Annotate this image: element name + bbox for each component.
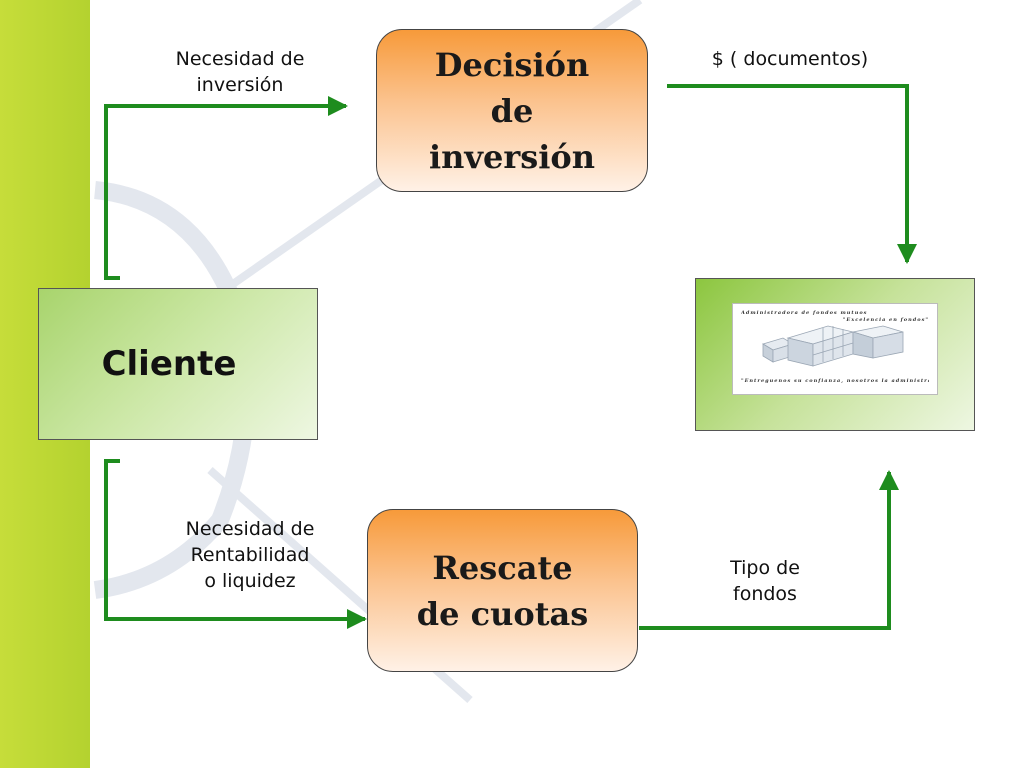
edge-label-tipo-fondos: Tipo de fondos (730, 557, 800, 605)
document-header-text: Administradora de fondos mutuos (741, 310, 868, 316)
node-rescate-cuotas: Rescate de cuotas (367, 509, 638, 672)
node-decision-inversion: Decisión de inversión (376, 29, 648, 192)
edge-label-documentos: $ ( documentos) (711, 48, 869, 70)
arrow-up-icon (639, 470, 899, 630)
node-label: Cliente (101, 344, 237, 384)
document-footer-text: "Entreguenos su confianza, nosotros la a… (741, 378, 929, 384)
edge-label-rentabilidad-liquidez: Necesidad de Rentabilidad o liquidez (185, 518, 315, 592)
arrow-down-icon (667, 84, 917, 264)
arrow-right-icon (104, 96, 348, 280)
building-blocks-icon (762, 325, 904, 367)
node-cliente: Cliente (38, 288, 318, 440)
document-subheader-text: "Excelencia en fondos" (842, 317, 929, 323)
arrow-right-icon (104, 459, 367, 629)
node-label: Rescate de cuotas (416, 548, 589, 633)
node-label: Decisión de inversión (428, 45, 595, 176)
edge-label-necesidad-inversion: Necesidad de inversión (175, 48, 305, 96)
node-fund-administrator: Administradora de fondos mutuos "Excelen… (695, 278, 975, 431)
fund-document-card: Administradora de fondos mutuos "Excelen… (732, 303, 938, 395)
